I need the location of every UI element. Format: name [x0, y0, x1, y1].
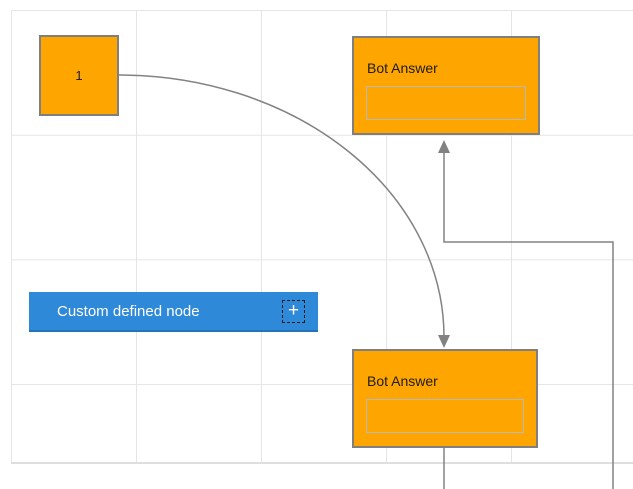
custom-node-label: Custom defined node [57, 302, 200, 320]
bot-answer-top-input[interactable] [366, 86, 526, 120]
connector-bottom-edge-to-top-answer[interactable] [443, 153, 614, 489]
connector-curve-start-to-bottom-answer[interactable] [118, 74, 445, 338]
add-node-button[interactable]: + [282, 300, 305, 323]
arrowhead-down-icon [438, 335, 450, 348]
bot-answer-bottom-input[interactable] [366, 399, 524, 433]
node-custom-defined[interactable]: Custom defined node + [29, 292, 318, 332]
arrowhead-up-icon [438, 140, 450, 153]
node-start[interactable]: 1 [39, 35, 119, 116]
plus-icon: + [287, 300, 300, 321]
start-node-label: 1 [75, 68, 83, 83]
bot-answer-bottom-title: Bot Answer [367, 373, 438, 389]
node-bot-answer-top[interactable]: Bot Answer [352, 36, 540, 135]
bot-answer-top-title: Bot Answer [367, 60, 438, 76]
node-bot-answer-bottom[interactable]: Bot Answer [352, 349, 538, 448]
